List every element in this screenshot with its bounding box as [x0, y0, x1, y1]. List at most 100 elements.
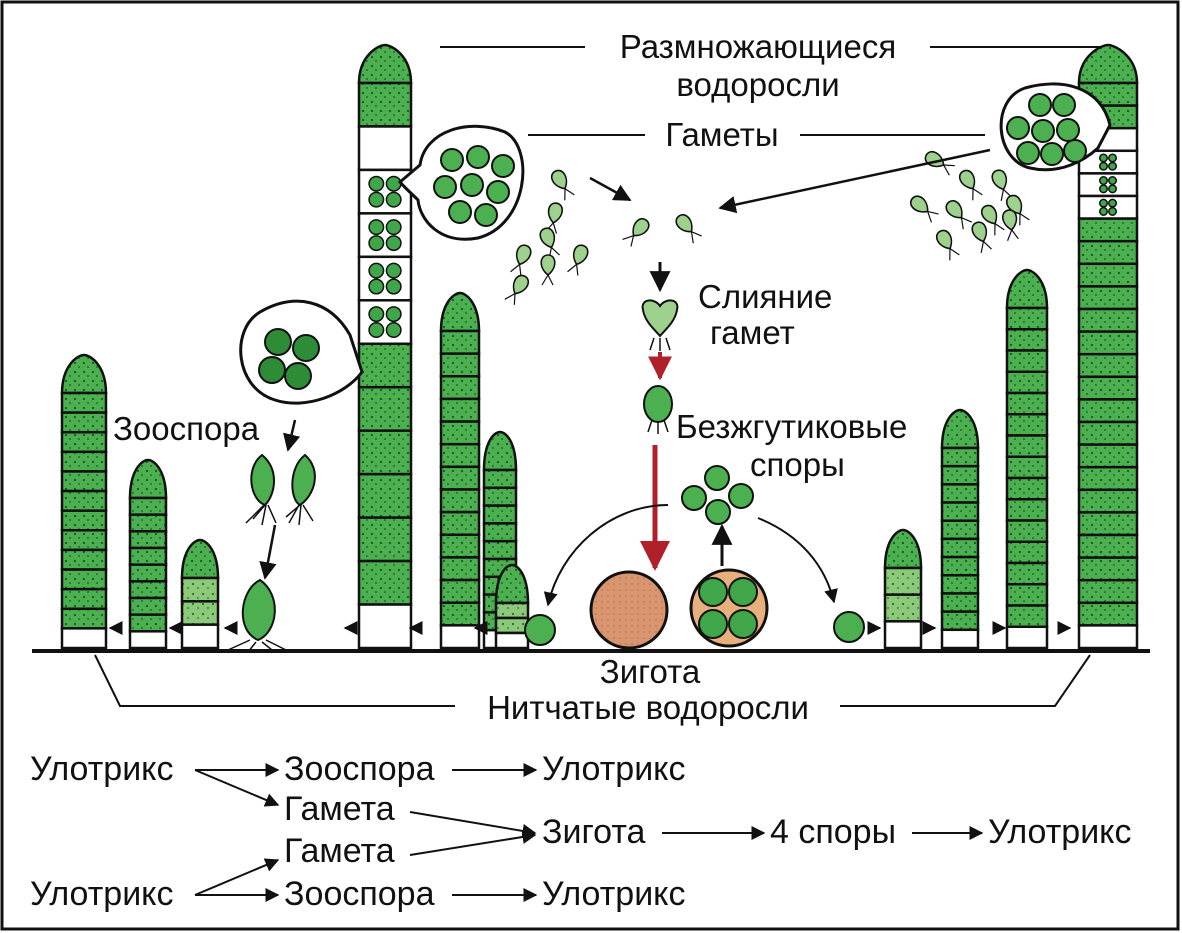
- filament-cell: [1079, 332, 1137, 355]
- label-gametes: Гаметы: [665, 116, 778, 153]
- filament-cell: [1079, 580, 1137, 603]
- filament-cell: [942, 630, 978, 648]
- filament-cell: [1079, 422, 1137, 445]
- filament-cell: [130, 531, 166, 548]
- filament-cell: [1079, 467, 1137, 490]
- filament-cell: [130, 565, 166, 582]
- filament-cell: [62, 550, 106, 570]
- filament-cell: [484, 523, 516, 541]
- filament-cell: [484, 541, 516, 559]
- filament: [885, 530, 921, 648]
- filament-cell: [441, 535, 479, 558]
- filament-cell: [62, 609, 106, 629]
- gamete: [957, 168, 984, 201]
- filament-cell: [359, 518, 411, 561]
- filament-cell: [885, 621, 921, 648]
- fused-gametes: [643, 300, 678, 336]
- gamete: [538, 226, 561, 259]
- filament-cell: [62, 432, 106, 452]
- filament-cell: [359, 213, 411, 256]
- germinating-spore-right: [834, 612, 864, 642]
- filament-cell: [359, 605, 411, 648]
- life-cycle-scheme: Улотрикс Зооспора Улотрикс Гамета Гамета…: [30, 750, 1131, 913]
- filament: [62, 355, 106, 648]
- filament-cell: [942, 503, 978, 521]
- filament-cell: [1079, 490, 1137, 513]
- gamete: [673, 212, 703, 244]
- gamete: [934, 228, 961, 261]
- filament-cell: [1079, 173, 1137, 196]
- filament-cell: [1007, 436, 1047, 457]
- scheme-zygote-result: Улотрикс: [988, 813, 1131, 851]
- filament-cell: [359, 257, 411, 300]
- filament-cell: [441, 354, 479, 377]
- label-zygote: Зигота: [600, 653, 701, 690]
- filament: [130, 460, 166, 648]
- filament-tip: [1007, 270, 1047, 308]
- scheme-gamete-bottom: Гамета: [284, 832, 395, 870]
- filament-cell: [130, 581, 166, 598]
- filament-cell: [1079, 399, 1137, 422]
- filament-cell: [885, 568, 921, 595]
- filament-cell: [942, 448, 978, 466]
- filament-tip: [182, 540, 218, 578]
- filament-cell: [359, 170, 411, 213]
- gamete: [504, 273, 531, 306]
- filament-cell: [359, 83, 411, 126]
- filament-cell: [62, 393, 106, 413]
- filament-cell: [484, 506, 516, 524]
- filament-cell: [1079, 558, 1137, 581]
- filament-cell: [1007, 414, 1047, 435]
- filament-cell: [441, 399, 479, 422]
- filament-cell: [1079, 603, 1137, 626]
- filament-tip: [441, 293, 479, 331]
- filament-cell: [62, 511, 106, 531]
- filament: [496, 565, 528, 648]
- filament-cell: [1007, 393, 1047, 414]
- filament-cell: [62, 471, 106, 491]
- label-aflagellate-spores-line2: споры: [750, 446, 845, 483]
- label-aflagellate-spores-line1: Безжгутиковые: [676, 408, 907, 445]
- filament-tip: [359, 45, 411, 83]
- label-reproducing-algae-line2: водоросли: [676, 66, 839, 103]
- filament-cell: [130, 498, 166, 515]
- filament-cell: [441, 557, 479, 580]
- zoosporangium: [241, 301, 362, 403]
- filament-cell: [1007, 563, 1047, 584]
- filament-cell: [441, 444, 479, 467]
- filament-cell: [885, 595, 921, 622]
- filament-tip: [62, 355, 106, 393]
- filament-cell: [1007, 457, 1047, 478]
- filament-cell: [1079, 354, 1137, 377]
- filament-cell: [1079, 445, 1137, 468]
- label-reproducing-algae-line1: Размножающиеся: [620, 28, 896, 65]
- gamete-arrow-right: [720, 150, 990, 208]
- filament-cell: [1079, 241, 1137, 264]
- gamete: [970, 220, 993, 253]
- filament: [942, 410, 978, 648]
- filament-cell: [942, 484, 978, 502]
- filament-cell: [62, 628, 106, 648]
- filament-cell: [359, 431, 411, 474]
- gamete: [943, 198, 973, 230]
- filament-cell: [942, 612, 978, 630]
- filament-cell: [1007, 542, 1047, 563]
- filament-tip: [484, 432, 516, 470]
- filament-cell: [1079, 512, 1137, 535]
- filament-cell: [441, 512, 479, 535]
- filament-cell: [1007, 627, 1047, 648]
- filament-cell: [130, 548, 166, 565]
- filament-cell: [359, 126, 411, 169]
- filament-cell: [1007, 329, 1047, 350]
- filament-cell: [1007, 584, 1047, 605]
- filament: [1007, 270, 1047, 648]
- label-gamete-fusion-line1: Слияние: [698, 278, 832, 315]
- filament-cell: [62, 413, 106, 433]
- gamete: [622, 216, 652, 248]
- filament-cell: [441, 376, 479, 399]
- filament-cell: [942, 575, 978, 593]
- filament-cell: [359, 474, 411, 517]
- filament-cell: [182, 625, 218, 648]
